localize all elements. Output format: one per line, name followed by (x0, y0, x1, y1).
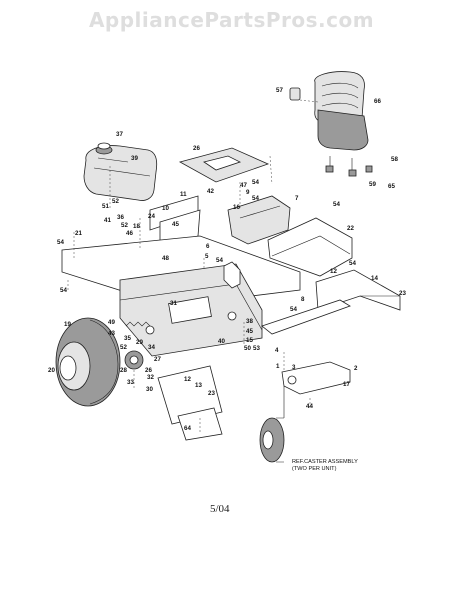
fender-plate (178, 147, 270, 183)
footrest-panel (267, 217, 353, 277)
caster-fork (281, 361, 351, 418)
callout: 11 (180, 191, 187, 198)
callout: 54 (60, 287, 67, 294)
callout: 44 (306, 403, 313, 410)
callout: 54 (57, 239, 64, 246)
callout: 23 (399, 290, 406, 297)
callout: 54 (349, 260, 356, 267)
seat-bumper (289, 87, 301, 101)
callout: 51 (102, 203, 109, 210)
callout: 66 (374, 98, 381, 105)
callout: 26 (193, 145, 200, 152)
seat (314, 71, 373, 177)
callout: 46 (126, 230, 133, 237)
callout: 41 (104, 217, 111, 224)
callout: 52 (112, 198, 119, 205)
callout: 34 (148, 344, 155, 351)
revision-date: 5/04 (210, 503, 230, 515)
mounting-bracket (227, 195, 291, 245)
callout: 14 (371, 275, 378, 282)
callout: 18 (133, 223, 140, 230)
note-line-1: REF.CASTER ASSEMBLY (292, 459, 358, 465)
callout: 15 (246, 337, 253, 344)
callout: 30 (146, 386, 153, 393)
callout: 42 (207, 188, 214, 195)
callout: 19 (64, 321, 71, 328)
callout: 9 (246, 189, 250, 196)
callout: 40 (218, 338, 225, 345)
callout: 3 (292, 364, 296, 371)
callout: 32 (147, 374, 154, 381)
callout: 45 (246, 328, 253, 335)
callout: 20 (48, 367, 55, 374)
watermark: AppliancePartsPros.com (88, 8, 375, 32)
wheel-hub (124, 350, 144, 370)
callout: 39 (131, 155, 138, 162)
callout: 49 (108, 319, 115, 326)
callout: 1 (276, 363, 280, 370)
callout: 43 (108, 330, 115, 337)
callout: 52 (120, 344, 127, 351)
callout-labels: 57 66 37 39 26 58 59 65 47 54 9 54 42 16… (48, 87, 406, 432)
fuel-tank (83, 142, 158, 201)
callout: 24 (148, 213, 155, 220)
callout: 52 (121, 222, 128, 229)
callout: 27 (154, 356, 161, 363)
callout: 50 (244, 345, 251, 352)
callout: 36 (117, 214, 124, 221)
callout: 12 (330, 268, 337, 275)
callout: 16 (233, 204, 240, 211)
callout: 22 (347, 225, 354, 232)
callout: 12 (184, 376, 191, 383)
callout: 35 (124, 335, 131, 342)
assembly-lines (67, 99, 319, 432)
callout: 21 (75, 230, 82, 237)
callout: 54 (216, 257, 223, 264)
callout: 65 (388, 183, 395, 190)
callout: 4 (275, 347, 279, 354)
callout: 37 (116, 131, 123, 138)
callout: 47 (240, 182, 247, 189)
callout: 2 (354, 365, 358, 372)
axle-bar (261, 299, 351, 335)
caster-wheel (259, 417, 285, 463)
callout: 23 (208, 390, 215, 397)
callout: 28 (120, 367, 127, 374)
callout: 29 (136, 339, 143, 346)
note-line-2: (TWO PER UNIT) (292, 466, 337, 472)
callout: 64 (184, 425, 191, 432)
callout: 5 (205, 253, 209, 260)
callout: 17 (343, 381, 350, 388)
callout: 33 (127, 379, 134, 386)
callout: 26 (145, 367, 152, 374)
spring (125, 321, 151, 327)
callout: 54 (290, 306, 297, 313)
callout: 53 (253, 345, 260, 352)
callout: 13 (195, 382, 202, 389)
callout: 6 (206, 243, 210, 250)
callout: 7 (295, 195, 299, 202)
callout: 57 (276, 87, 283, 94)
main-frame (61, 235, 301, 357)
callout: 10 (162, 205, 169, 212)
callout: 48 (162, 255, 169, 262)
callout: 59 (369, 181, 376, 188)
callout: 58 (391, 156, 398, 163)
callout: 8 (301, 296, 305, 303)
callout: 45 (172, 221, 179, 228)
callout: 38 (246, 318, 253, 325)
callout: 54 (333, 201, 340, 208)
callout: 54 (252, 195, 259, 202)
rear-wheel (55, 317, 121, 407)
caster-assembly-note: REF.CASTER ASSEMBLY (TWO PER UNIT) (292, 459, 372, 473)
callout: 31 (170, 300, 177, 307)
callout: 54 (252, 179, 259, 186)
